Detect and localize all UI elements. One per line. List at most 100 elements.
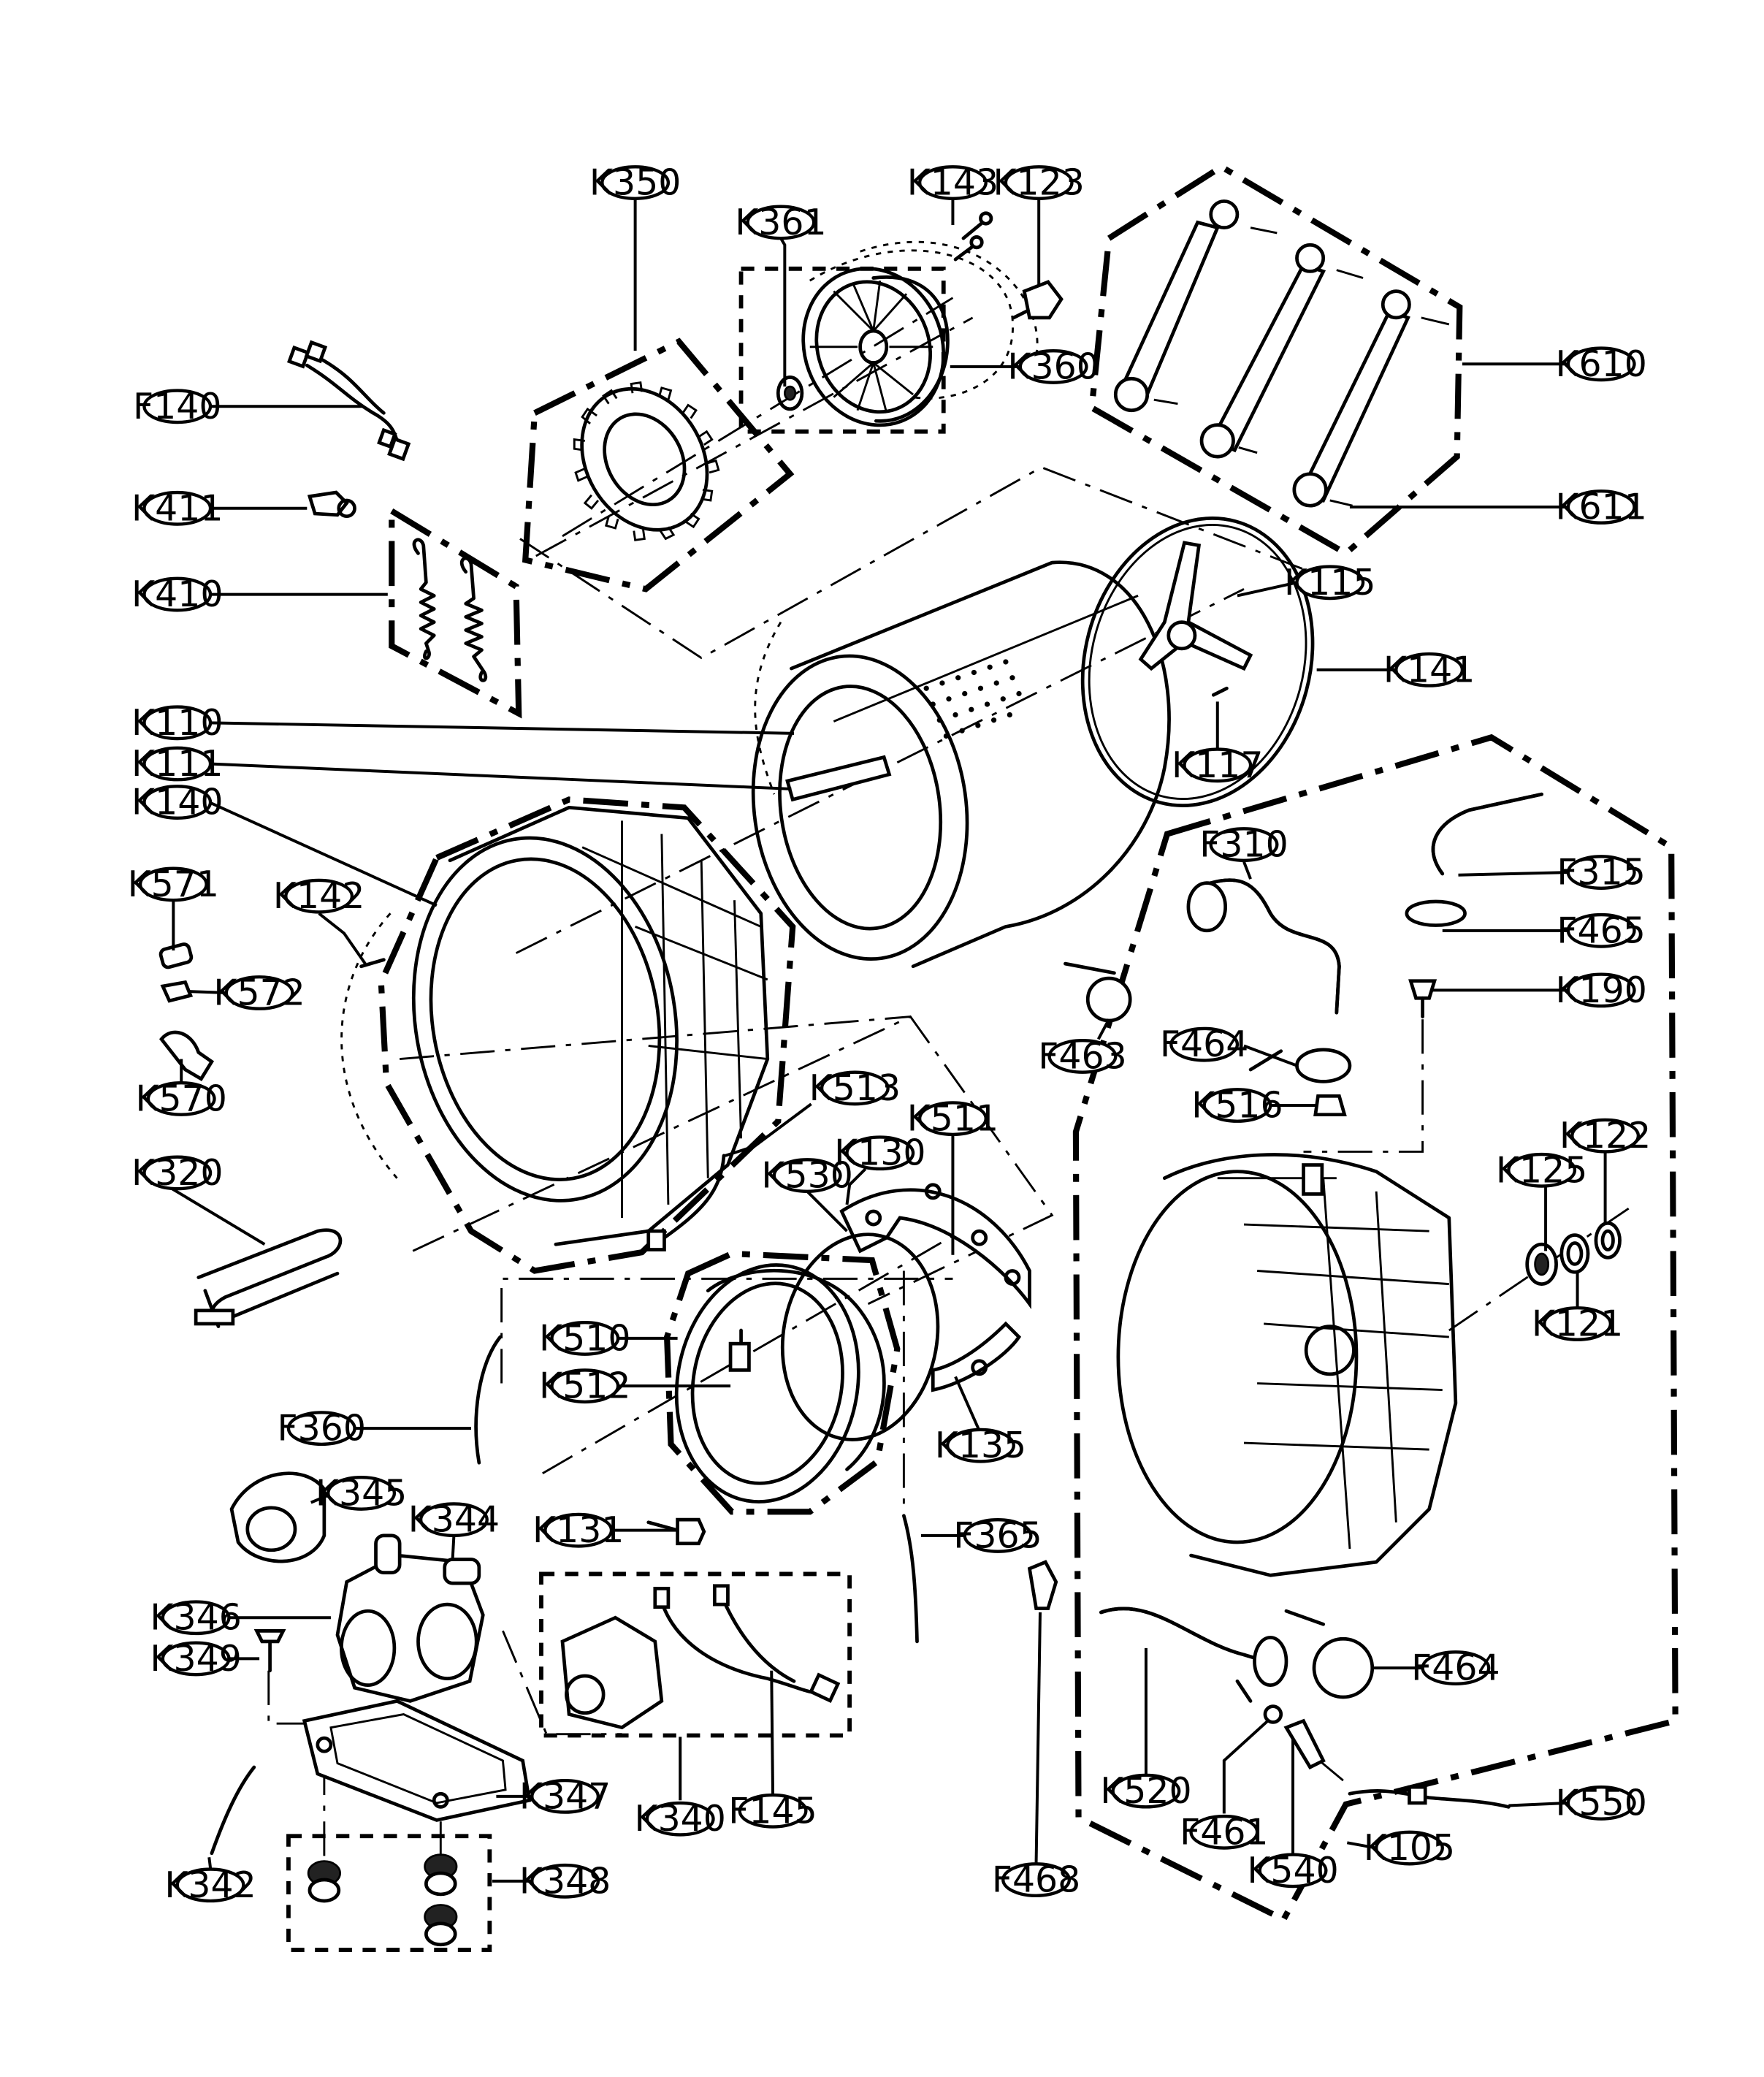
callout-f463: F463 xyxy=(1038,1035,1126,1077)
rotor-bolts xyxy=(953,211,1064,320)
callout-k130: K130 xyxy=(834,1132,925,1174)
group-k610-boundary xyxy=(1088,163,1463,557)
callout-k610: K610 xyxy=(1555,343,1646,385)
callout-k340: K340 xyxy=(635,1798,726,1840)
callout-k110: K110 xyxy=(131,702,223,744)
svg-text:K361: K361 xyxy=(735,202,826,243)
lower-right-parts xyxy=(1263,1609,1511,1809)
callout-k510: K510 xyxy=(539,1317,630,1359)
svg-text:F145: F145 xyxy=(728,1790,817,1832)
callout-f464-lower: F464 xyxy=(1411,1647,1500,1689)
group-k360-boundary xyxy=(738,266,946,434)
gasket-part xyxy=(674,1232,940,1504)
svg-text:K350: K350 xyxy=(589,162,681,204)
group-k140-boundary xyxy=(378,796,796,1274)
svg-text:K190: K190 xyxy=(1555,969,1646,1011)
callouts: K350 K361 K143 K123 K360 K610 K611 F140 … xyxy=(128,162,1652,1906)
callout-k572: K572 xyxy=(213,972,305,1013)
group-k105-boundary xyxy=(1072,733,1679,1924)
callout-k345: K345 xyxy=(316,1472,407,1514)
callout-k342: K342 xyxy=(164,1864,256,1906)
callout-f310: F310 xyxy=(1199,824,1288,866)
leader-lines xyxy=(171,198,1607,1883)
heater-part xyxy=(194,1228,343,1328)
svg-text:K131: K131 xyxy=(532,1509,624,1551)
svg-text:F365: F365 xyxy=(953,1514,1042,1556)
callout-k125: K125 xyxy=(1496,1149,1587,1191)
svg-text:K411: K411 xyxy=(131,487,223,529)
base-plate-part xyxy=(302,1699,532,1822)
svg-text:K512: K512 xyxy=(539,1365,630,1407)
callout-f145: F145 xyxy=(728,1790,817,1832)
svg-text:K347: K347 xyxy=(519,1775,611,1817)
callout-k135: K135 xyxy=(935,1425,1026,1466)
callout-k348: K348 xyxy=(519,1860,611,1902)
group-k340-boundary xyxy=(539,1571,852,1738)
callout-k350: K350 xyxy=(589,162,681,204)
callout-f365: F365 xyxy=(953,1514,1042,1556)
rotor-part xyxy=(776,267,950,427)
svg-text:F310: F310 xyxy=(1199,824,1288,866)
svg-text:K135: K135 xyxy=(935,1425,1026,1466)
svg-text:K610: K610 xyxy=(1555,343,1646,385)
svg-text:K510: K510 xyxy=(539,1317,630,1359)
svg-text:F360: F360 xyxy=(278,1408,366,1449)
callout-f360: F360 xyxy=(278,1408,366,1449)
callout-k141: K141 xyxy=(1383,649,1475,690)
svg-text:K520: K520 xyxy=(1100,1770,1191,1812)
callout-k611: K611 xyxy=(1555,486,1646,527)
svg-text:F468: F468 xyxy=(992,1859,1080,1901)
svg-text:F315: F315 xyxy=(1557,852,1645,893)
spider-part xyxy=(1080,517,1315,807)
svg-text:F140: F140 xyxy=(133,386,221,427)
rear-tub-part xyxy=(1116,1153,1458,1577)
svg-text:F465: F465 xyxy=(1557,910,1645,951)
svg-text:K117: K117 xyxy=(1172,744,1263,786)
thermistor-part xyxy=(646,1154,726,1251)
feet-parts xyxy=(307,1853,458,1947)
callout-k550: K550 xyxy=(1555,1782,1646,1823)
callout-k122: K122 xyxy=(1559,1115,1651,1156)
clip-part-lower xyxy=(1027,1560,1058,1610)
group-k350-boundary xyxy=(522,338,795,592)
svg-text:K110: K110 xyxy=(131,702,223,744)
svg-text:K530: K530 xyxy=(761,1155,852,1197)
callout-f464-upper: F464 xyxy=(1160,1024,1248,1065)
svg-text:K571: K571 xyxy=(128,864,219,905)
callout-k346: K346 xyxy=(150,1597,241,1639)
callout-k115: K115 xyxy=(1284,562,1375,603)
svg-text:K360: K360 xyxy=(1007,346,1099,387)
svg-text:K345: K345 xyxy=(316,1472,407,1514)
callout-f315: F315 xyxy=(1557,852,1645,893)
svg-text:F464: F464 xyxy=(1160,1024,1248,1065)
svg-text:K122: K122 xyxy=(1559,1115,1651,1156)
svg-text:K121: K121 xyxy=(1532,1303,1623,1344)
callout-k123: K123 xyxy=(993,162,1084,204)
callout-k140: K140 xyxy=(131,782,223,823)
callout-k347: K347 xyxy=(519,1775,611,1817)
callout-k131: K131 xyxy=(532,1509,624,1551)
pump-parts xyxy=(229,1471,485,1703)
svg-text:K320: K320 xyxy=(131,1152,223,1194)
callout-k360: K360 xyxy=(1007,346,1099,387)
callout-k520: K520 xyxy=(1100,1770,1191,1812)
parts xyxy=(159,199,1622,1947)
callout-k516: K516 xyxy=(1191,1085,1283,1127)
callout-f140: F140 xyxy=(133,386,221,427)
pump-motor-parts xyxy=(560,1584,841,1730)
counterweight-part xyxy=(839,1183,1031,1392)
svg-text:K572: K572 xyxy=(213,972,305,1013)
callout-k410: K410 xyxy=(131,573,223,615)
callout-k513: K513 xyxy=(809,1067,901,1109)
callout-k121: K121 xyxy=(1532,1303,1623,1344)
callout-k117: K117 xyxy=(1172,744,1263,786)
svg-text:K111: K111 xyxy=(131,743,223,785)
svg-text:K143: K143 xyxy=(907,162,999,204)
callout-k530: K530 xyxy=(761,1155,852,1197)
svg-text:F461: F461 xyxy=(1180,1811,1268,1853)
svg-text:K142: K142 xyxy=(273,875,364,917)
svg-text:K123: K123 xyxy=(993,162,1084,204)
sump-hose-part xyxy=(1099,1607,1288,1703)
bearings xyxy=(1525,1221,1622,1286)
svg-text:F464: F464 xyxy=(1411,1647,1500,1689)
